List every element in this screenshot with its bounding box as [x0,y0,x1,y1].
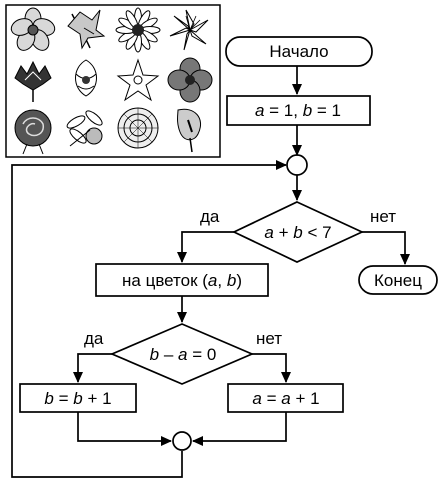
start-terminal: Начало [225,36,373,67]
init-text: a = 1, b = 1 [255,101,341,120]
end-label: Конец [374,271,422,290]
inner-condition-text: b – a = 0 [150,345,217,364]
narcissus-icon [66,110,103,147]
daisy-icon [115,7,161,53]
lily-icon [169,9,209,51]
main-condition-text: a + b < 7 [264,223,331,242]
loop-back-line [11,160,287,478]
right-block: a = a + 1 [227,383,344,413]
inner-no-label: нет [256,329,282,348]
main-condition-diamond: a + b < 7 [232,201,365,263]
init-block: a = 1, b = 1 [226,95,371,126]
action-block: на цветок (a, b) [95,263,269,297]
calla-icon [177,108,201,153]
right-block-text: a = a + 1 [252,389,319,408]
arrow-inner-yes [73,353,112,383]
carnation-icon [14,60,52,102]
hibiscus-icon [167,57,213,103]
peony-icon [117,107,159,149]
action-text: на цветок (a, b) [122,271,242,290]
rose-icon [14,109,52,155]
bellflower-icon [67,9,106,50]
end-terminal: Конец [358,265,438,295]
main-yes-label: да [200,207,220,226]
left-block: b = b + 1 [19,383,137,413]
left-block-text: b = b + 1 [44,389,111,408]
inner-condition-diamond: b – a = 0 [109,323,255,385]
flower-grid [5,4,221,158]
merge-junction [172,431,192,451]
arrow-inner-no [252,353,291,383]
open-flower-icon [10,7,56,51]
arrow-main-no [362,231,410,265]
arrow-right-to-merge [192,412,287,446]
arrow-left-to-merge [77,412,172,446]
arrow-main-yes [177,231,234,263]
inner-yes-label: да [84,329,104,348]
main-no-label: нет [370,207,396,226]
connector-lines [11,66,410,478]
start-label: Начало [269,42,328,61]
bud-flower-icon [75,59,97,97]
loop-junction [286,154,308,176]
star-flower-icon [116,58,160,102]
